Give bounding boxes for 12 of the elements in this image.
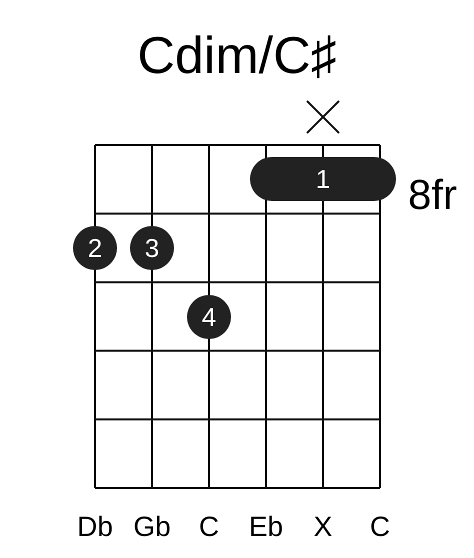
- chord-title: Cdim/C♯: [137, 30, 337, 82]
- finger-dot: 4: [187, 295, 231, 339]
- string-note: Db: [77, 513, 113, 541]
- fret-number: 8fr: [408, 174, 458, 216]
- string-note: X: [314, 513, 332, 541]
- string-note: Eb: [248, 513, 284, 541]
- string-note: Gb: [133, 513, 171, 541]
- string-note: C: [198, 513, 220, 541]
- finger-dot: 2: [73, 226, 117, 270]
- string-note: C: [370, 513, 390, 541]
- barre-marker: 1: [250, 157, 396, 201]
- finger-dot: 3: [130, 226, 174, 270]
